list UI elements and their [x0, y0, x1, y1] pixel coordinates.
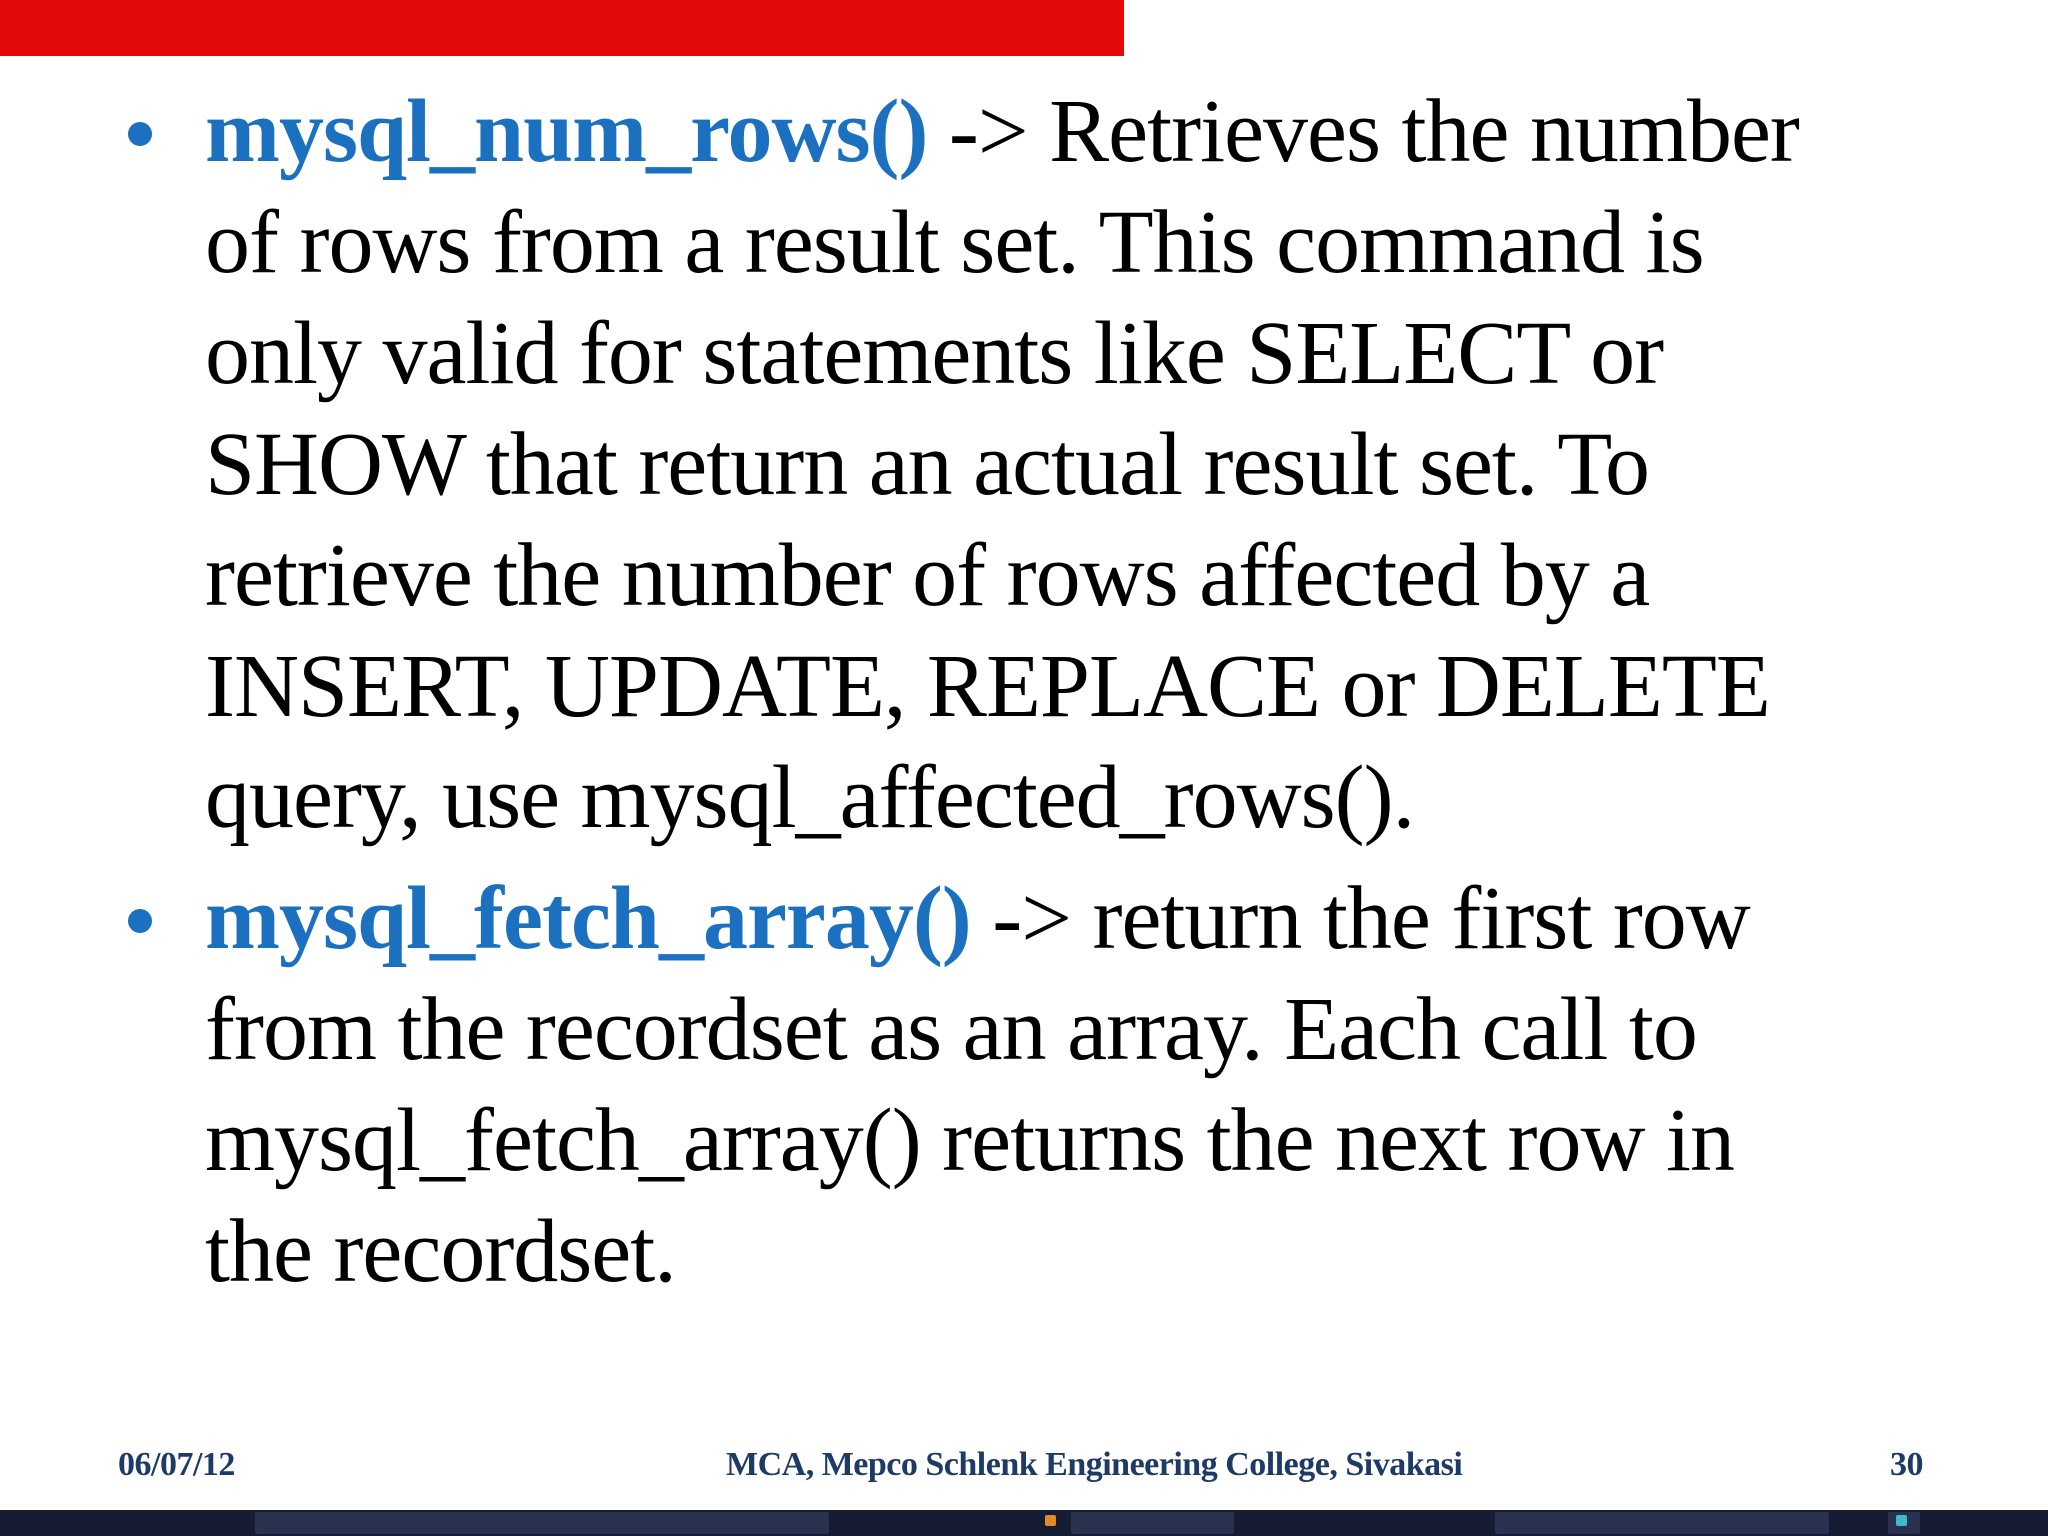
- taskbar-app-icon[interactable]: [1896, 1515, 1907, 1526]
- bullet-dot: [128, 122, 152, 146]
- slide-footer: 06/07/12 MCA, Mepco Schlenk Engineering …: [0, 1446, 2048, 1490]
- taskbar-window-button[interactable]: [1071, 1512, 1234, 1534]
- bullet-line: only valid for statements like SELECT or: [205, 304, 1664, 403]
- bullet-item-mysql-num-rows: mysql_num_rows() -> Retrieves the number…: [205, 76, 1800, 853]
- taskbar-window-button[interactable]: [255, 1512, 829, 1534]
- footer-page-number: 30: [1890, 1446, 1924, 1483]
- function-name: mysql_fetch_array(): [205, 869, 972, 968]
- bullet-line: from the recordset as an array. Each cal…: [205, 980, 1698, 1079]
- taskbar-window-button[interactable]: [1495, 1512, 1829, 1534]
- taskbar[interactable]: [0, 1510, 2048, 1536]
- bullet-dot: [128, 909, 152, 933]
- bullet-item-mysql-fetch-array: mysql_fetch_array() -> return the first …: [205, 863, 1751, 1307]
- bullet-line: INSERT, UPDATE, REPLACE or DELETE: [205, 637, 1771, 736]
- bullet-line-text: -> return the first row: [970, 869, 1751, 968]
- bullet-line: mysql_fetch_array() returns the next row…: [205, 1091, 1735, 1190]
- footer-date: 06/07/12: [118, 1446, 235, 1483]
- bullet-line: the recordset.: [205, 1202, 677, 1301]
- bullet-line: query, use mysql_affected_rows().: [205, 748, 1415, 847]
- bullet-line: SHOW that return an actual result set. T…: [205, 415, 1650, 514]
- progress-bar[interactable]: [0, 0, 1124, 56]
- bullet-line: mysql_fetch_array() -> return the first …: [205, 863, 1751, 974]
- bullet-line: of rows from a result set. This command …: [205, 193, 1705, 292]
- bullet-line-text: -> Retrieves the number: [927, 82, 1800, 181]
- bullet-line: retrieve the number of rows affected by …: [205, 526, 1650, 625]
- taskbar-app-icon[interactable]: [1045, 1515, 1056, 1526]
- function-name: mysql_num_rows(): [205, 82, 928, 181]
- footer-institution: MCA, Mepco Schlenk Engineering College, …: [726, 1446, 1463, 1483]
- bullet-line: mysql_num_rows() -> Retrieves the number: [205, 76, 1800, 187]
